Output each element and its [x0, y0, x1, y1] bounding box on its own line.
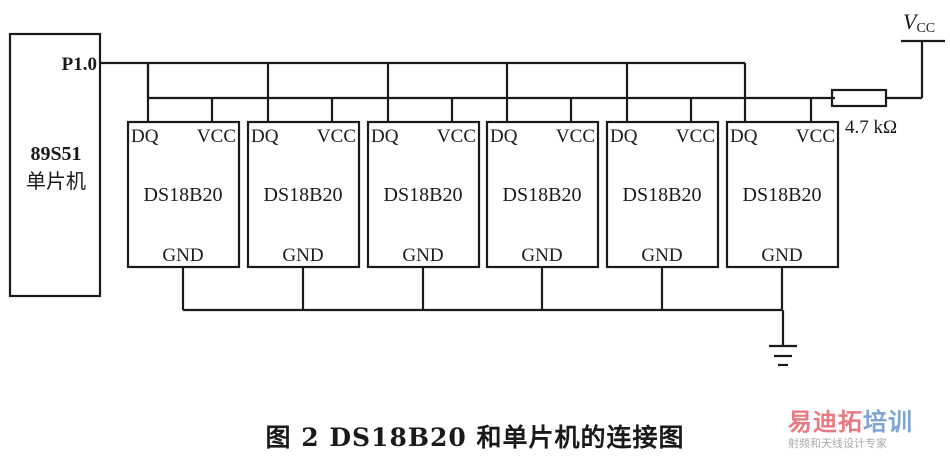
- dq-pin-label: DQ: [610, 126, 638, 147]
- sensor-model: DS18B20: [623, 184, 702, 206]
- gnd-pin-label: GND: [402, 245, 443, 266]
- figure-caption: 图 2 DS18B20 和单片机的连接图: [265, 423, 685, 452]
- watermark-logo: 易迪拓培训 射频和天线设计专家: [788, 408, 913, 450]
- vcc-pin-label: VCC: [437, 126, 476, 147]
- dq-pin-label: DQ: [730, 126, 758, 147]
- mcu-name: 单片机: [26, 169, 86, 193]
- gnd-pin-label: GND: [282, 245, 323, 266]
- ground-icon: [769, 344, 797, 367]
- vcc-label: VCC: [903, 9, 935, 36]
- sensor-model: DS18B20: [503, 184, 582, 206]
- vcc-pin-label: VCC: [197, 126, 236, 147]
- dq-pin-label: DQ: [251, 126, 279, 147]
- vcc-pin-label: VCC: [676, 126, 715, 147]
- pullup-resistor: [830, 88, 888, 108]
- vcc-pin-label: VCC: [556, 126, 595, 147]
- gnd-pin-label: GND: [761, 245, 802, 266]
- sensor-model: DS18B20: [264, 184, 343, 206]
- mcu-model: 89S51: [30, 143, 81, 165]
- gnd-pin-label: GND: [641, 245, 682, 266]
- gnd-pin-label: GND: [521, 245, 562, 266]
- resistor-label: 4.7 kΩ: [845, 117, 897, 138]
- sensor-model: DS18B20: [384, 184, 463, 206]
- sensor-model: DS18B20: [144, 184, 223, 206]
- mcu-box: [8, 32, 102, 298]
- gnd-pin-label: GND: [162, 245, 203, 266]
- vcc-pin-label: VCC: [796, 126, 835, 147]
- dq-pin-label: DQ: [490, 126, 518, 147]
- mcu-pin-label: P1.0: [62, 54, 97, 75]
- dq-pin-label: DQ: [371, 126, 399, 147]
- vcc-pin-label: VCC: [317, 126, 356, 147]
- sensor-model: DS18B20: [743, 184, 822, 206]
- dq-pin-label: DQ: [131, 126, 159, 147]
